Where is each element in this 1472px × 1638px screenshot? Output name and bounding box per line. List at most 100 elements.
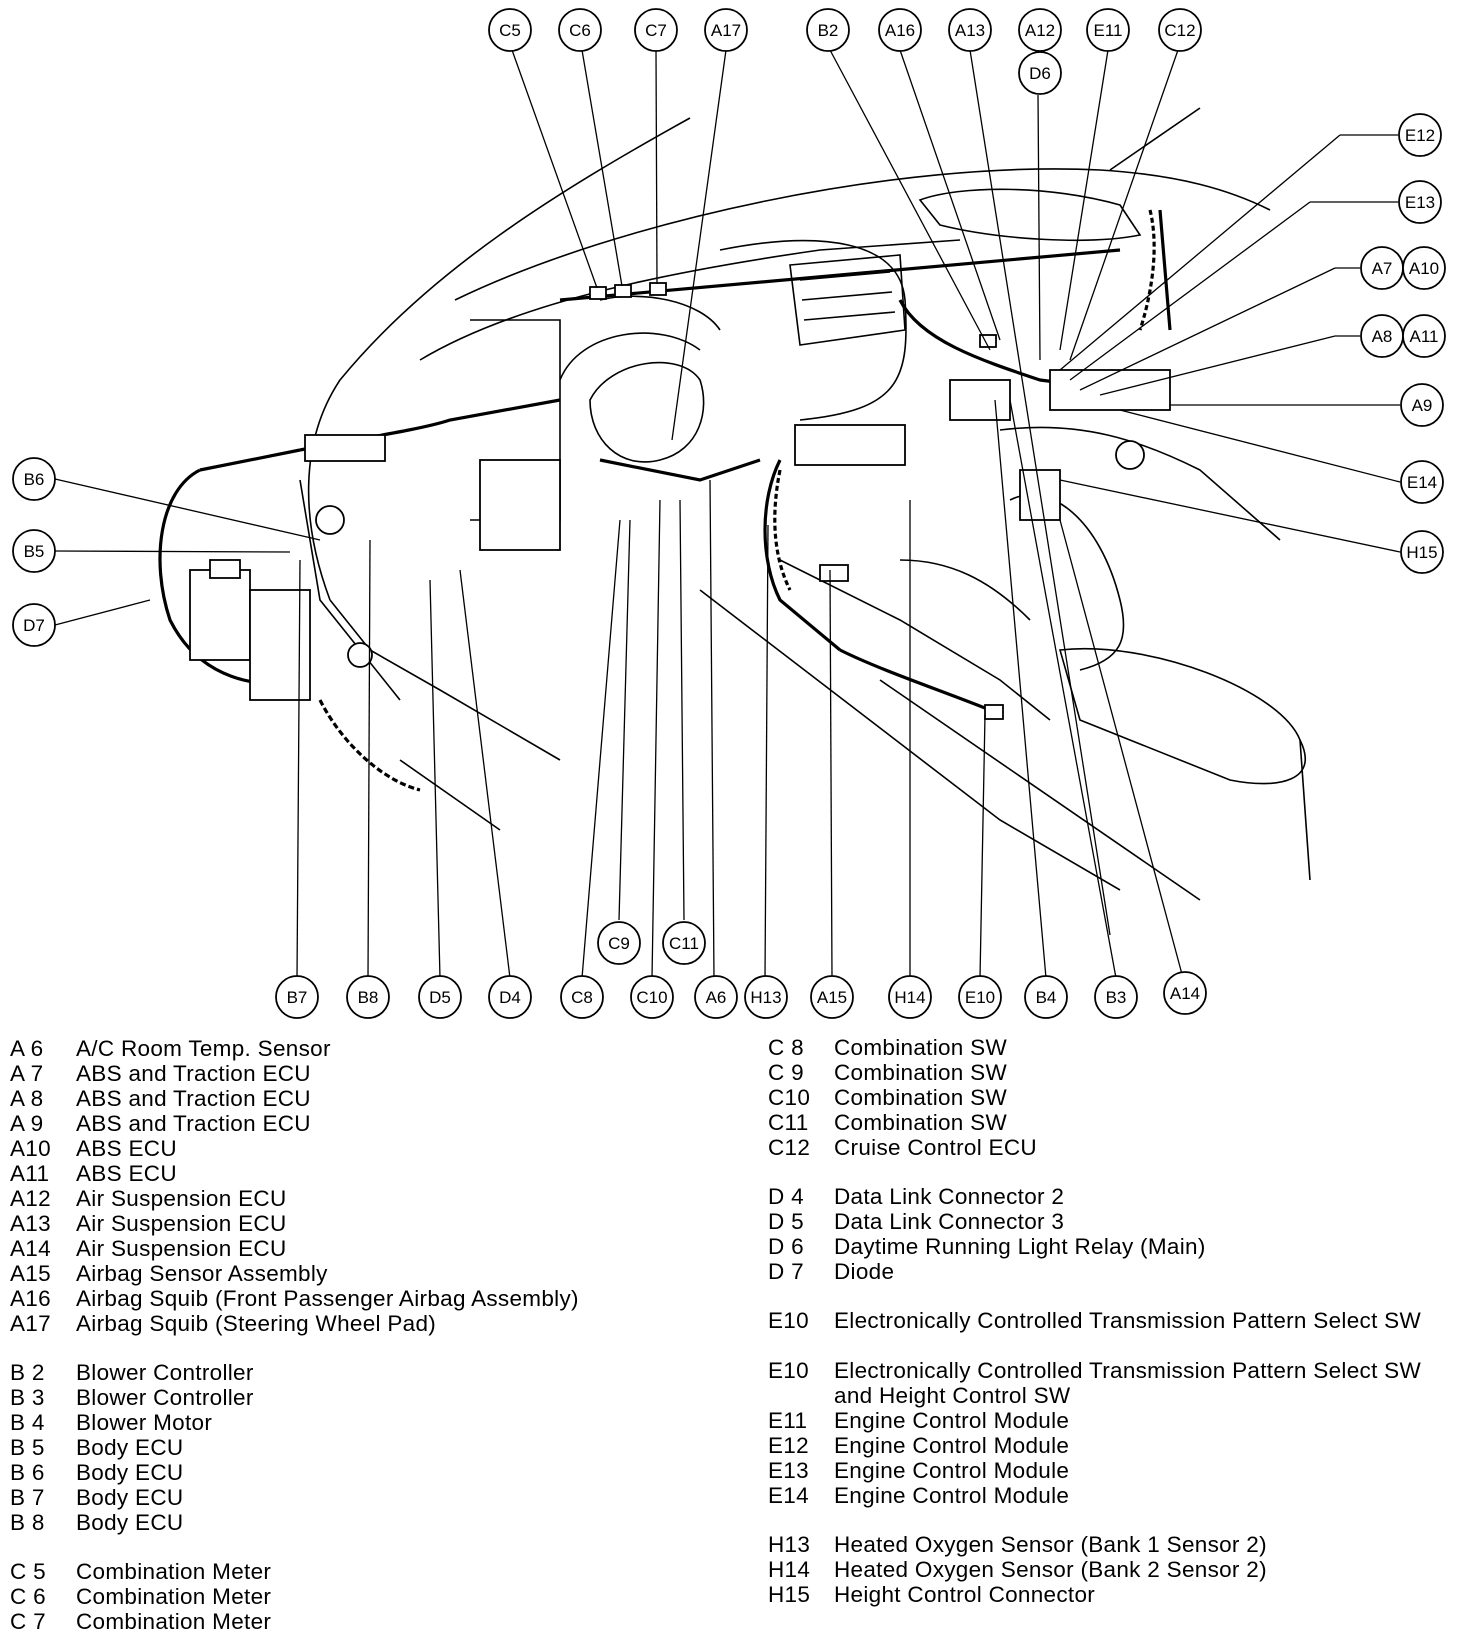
dashboard-outline [299, 107, 1311, 901]
legend-code: A15 [10, 1261, 51, 1286]
legend-row: D 5 Data Link Connector 3 [768, 1209, 1458, 1234]
callouts-left: B6 B5 D7 [12, 457, 56, 647]
legend-row: B 4 Blower Motor [10, 1410, 730, 1435]
callout-B8: B8 [346, 975, 390, 1019]
callout-A8: A8 [1360, 314, 1404, 358]
legend-description: Diode [834, 1259, 895, 1284]
legend-code: A16 [10, 1286, 51, 1311]
svg-text:E13: E13 [1405, 193, 1435, 212]
callout-D6: D6 [1018, 51, 1062, 95]
legend-code: B 5 [10, 1435, 45, 1460]
components [189, 282, 1171, 720]
legend-code: C12 [768, 1135, 811, 1160]
legend-description: ABS and Traction ECU [76, 1086, 311, 1111]
legend-row: A 8 ABS and Traction ECU [10, 1086, 730, 1111]
callout-A16: A16 [878, 8, 922, 52]
legend-code: C 6 [10, 1584, 46, 1609]
svg-text:A8: A8 [1372, 327, 1393, 346]
legend-description: Engine Control Module [834, 1433, 1070, 1458]
callout-E10: E10 [958, 975, 1002, 1019]
legend-code: E11 [768, 1408, 808, 1433]
callout-A14: A14 [1163, 971, 1207, 1015]
svg-text:D6: D6 [1029, 64, 1051, 83]
legend-description: Heated Oxygen Sensor (Bank 2 Sensor 2) [834, 1557, 1267, 1582]
legend-description: Heated Oxygen Sensor (Bank 1 Sensor 2) [834, 1532, 1267, 1557]
callout-D4: D4 [488, 975, 532, 1019]
legend-code: A13 [10, 1211, 51, 1236]
callout-E12: E12 [1398, 113, 1442, 157]
callout-H13: H13 [744, 975, 788, 1019]
legend-code: D 5 [768, 1209, 804, 1234]
callout-C7: C7 [634, 8, 678, 52]
legend-code: D 6 [768, 1234, 804, 1259]
legend-code: A11 [10, 1161, 50, 1186]
legend-group-gap [768, 1160, 1458, 1184]
svg-text:C9: C9 [608, 934, 630, 953]
legend-description: Blower Motor [76, 1410, 213, 1435]
legend-code: A 7 [10, 1061, 44, 1086]
legend-description: ABS and Traction ECU [76, 1061, 311, 1086]
callout-E11: E11 [1086, 8, 1130, 52]
callouts-right: E12 E13 A7 A10 A8 A11 A9 E14 H15 [1360, 113, 1446, 574]
legend-description: Body ECU [76, 1510, 184, 1535]
svg-text:E10: E10 [965, 988, 995, 1007]
legend-code: C10 [768, 1085, 811, 1110]
legend-description: Engine Control Module [834, 1408, 1070, 1433]
legend-description: ABS and Traction ECU [76, 1111, 311, 1136]
callout-C10: C10 [630, 975, 674, 1019]
legend-code: A 9 [10, 1111, 44, 1136]
callout-A13: A13 [948, 8, 992, 52]
legend-code: A 6 [10, 1036, 44, 1061]
svg-text:A16: A16 [885, 21, 915, 40]
callout-C11: C11 [662, 921, 706, 965]
svg-text:A7: A7 [1372, 259, 1393, 278]
legend-code: C 8 [768, 1035, 804, 1060]
legend-code: H14 [768, 1557, 811, 1582]
legend-description: Combination Meter [76, 1584, 272, 1609]
callout-A11: A11 [1402, 314, 1446, 358]
callout-C9: C9 [597, 921, 641, 965]
callouts-top: C5 C6 C7 A17 B2 A16 A13 A12 D6 E11 C12 [488, 8, 1202, 95]
legend-code: A 8 [10, 1086, 44, 1111]
callout-A12: A12 [1018, 8, 1062, 52]
legend-code: E13 [768, 1458, 809, 1483]
callout-A6: A6 [694, 975, 738, 1019]
legend-description: Combination SW [834, 1060, 1008, 1085]
svg-text:A10: A10 [1409, 259, 1439, 278]
svg-text:B6: B6 [24, 470, 45, 489]
legend-code: C 9 [768, 1060, 804, 1085]
wire-harness [158, 209, 1172, 792]
callout-A10: A10 [1402, 246, 1446, 290]
legend-code: A12 [10, 1186, 51, 1211]
callout-C6: C6 [558, 8, 602, 52]
svg-text:C5: C5 [499, 21, 521, 40]
callout-B6: B6 [12, 457, 56, 501]
svg-text:A14: A14 [1170, 984, 1200, 1003]
legend-code: A14 [10, 1236, 51, 1261]
legend-description: Combination Meter [76, 1609, 272, 1634]
svg-text:B5: B5 [24, 542, 45, 561]
legend-row: C 9 Combination SW [768, 1060, 1458, 1085]
legend-description: Height Control Connector [834, 1582, 1096, 1607]
legend-description: Engine Control Module [834, 1458, 1070, 1483]
legend-code: B 4 [10, 1410, 45, 1435]
callout-E13: E13 [1398, 180, 1442, 224]
legend-code: C 5 [10, 1559, 46, 1584]
wiring-location-diagram: C5 C6 C7 A17 B2 A16 A13 A12 D6 E11 C12 E… [12, 8, 1446, 1019]
svg-text:C6: C6 [569, 21, 591, 40]
legend-description: Data Link Connector 3 [834, 1209, 1065, 1234]
legend-code: B 3 [10, 1385, 45, 1410]
svg-text:E11: E11 [1094, 21, 1123, 40]
